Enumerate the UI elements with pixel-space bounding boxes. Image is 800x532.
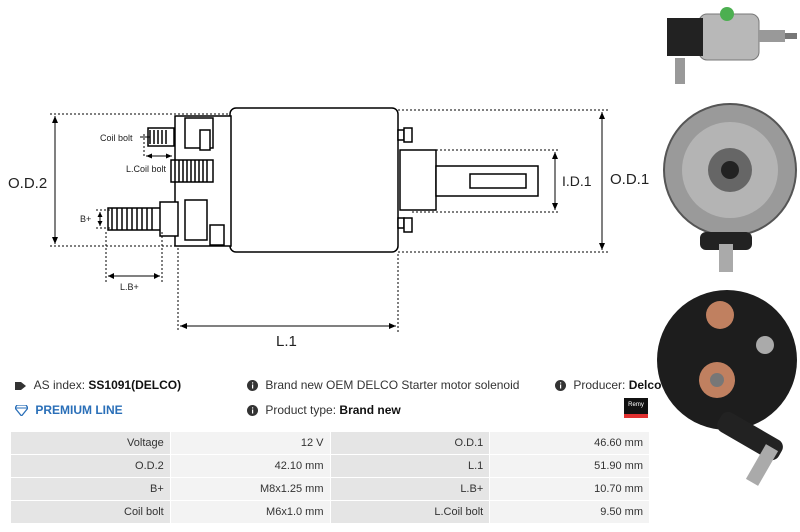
spec-key: B+: [10, 477, 171, 501]
spec-value: 10.70 mm: [489, 477, 650, 501]
l-coil-bolt-label: L.Coil bolt: [126, 164, 167, 174]
tag-icon: [15, 381, 26, 390]
spec-key: Coil bolt: [10, 500, 171, 524]
info-icon: [555, 380, 566, 392]
diamond-icon: [15, 405, 28, 417]
b-plus-label: B+: [80, 214, 91, 224]
spec-key: L.1: [329, 454, 491, 478]
coil-bolt-label: Coil bolt: [100, 133, 133, 143]
spec-value: 51.90 mm: [489, 454, 650, 478]
spec-value: 46.60 mm: [489, 431, 650, 455]
product-photo-back: [657, 290, 797, 486]
info-icon: [247, 405, 258, 417]
od1-label: O.D.1: [610, 171, 649, 188]
spec-key: L.Coil bolt: [329, 500, 491, 524]
as-index-value: SS1091(DELCO): [88, 378, 182, 392]
spec-value: 42.10 mm: [169, 454, 331, 478]
spec-value: 9.50 mm: [489, 500, 650, 524]
product-type-label: Product type:: [265, 403, 337, 417]
premium-line: PREMIUM LINE: [15, 403, 123, 417]
id1-label: I.D.1: [562, 173, 592, 189]
product-description: Brand new OEM DELCO Starter motor soleno…: [247, 378, 519, 392]
producer-value: Delco: [628, 378, 662, 392]
producer-label: Producer:: [573, 378, 626, 392]
as-index: AS index: SS1091(DELCO): [15, 378, 181, 392]
spec-value: 12 V: [169, 431, 331, 455]
spec-key: L.B+: [329, 477, 491, 501]
spec-value: M8x1.25 mm: [169, 477, 331, 501]
as-index-label: AS index:: [33, 378, 86, 392]
coil-bolt: [147, 127, 175, 147]
description-text: Brand new OEM DELCO Starter motor soleno…: [265, 378, 520, 392]
info-icon: [247, 380, 258, 392]
solenoid-technical-drawing: O.D.2 O.D.1 I.D.1 L.1 Coil bolt L.Coil b…: [8, 107, 649, 350]
spec-value: M6x1.0 mm: [169, 500, 331, 524]
spec-key: O.D.1: [329, 431, 491, 455]
plunger-housing: [399, 149, 437, 211]
spec-key: O.D.2: [10, 454, 171, 478]
product-photo-side: [655, 0, 800, 100]
remy-logo: Remy: [624, 398, 648, 418]
product-type-value: Brand new: [339, 403, 401, 417]
producer: Producer: Delco: [555, 378, 661, 392]
solenoid-body: [229, 107, 399, 253]
od2-label: O.D.2: [8, 175, 47, 192]
product-type: Product type: Brand new: [247, 403, 401, 417]
premium-line-text: PREMIUM LINE: [35, 403, 123, 417]
l-b-plus-label: L.B+: [120, 282, 139, 292]
spec-key: Voltage: [10, 431, 171, 455]
product-photo-front: [663, 103, 797, 272]
l1-label: L.1: [276, 333, 297, 350]
